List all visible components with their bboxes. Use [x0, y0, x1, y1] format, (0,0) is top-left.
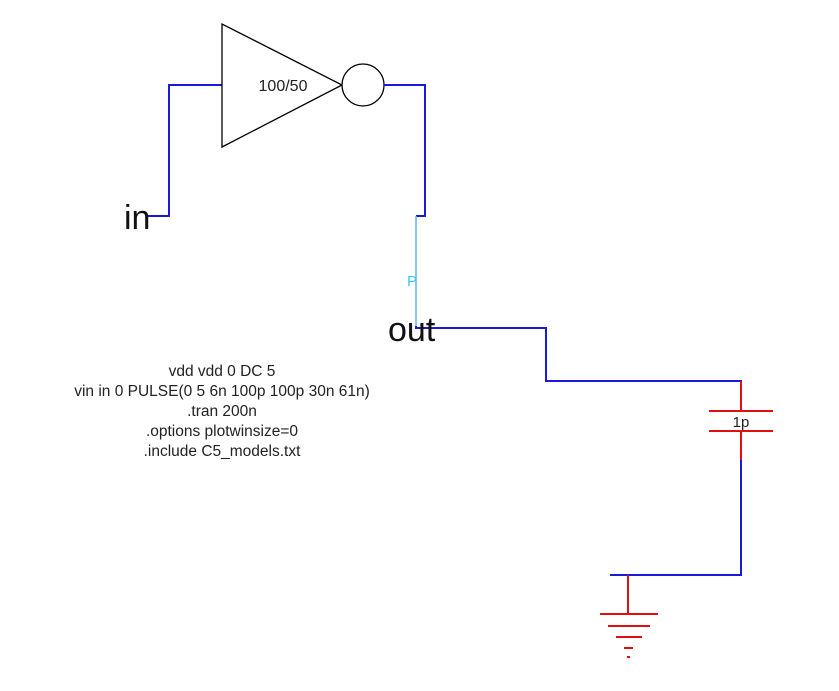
- ground-icon[interactable]: [600, 575, 658, 658]
- capacitor-value-label: 1p: [733, 414, 750, 431]
- ground-wire[interactable]: [610, 460, 742, 576]
- spice-directive-include: .include C5_models.txt: [143, 443, 301, 460]
- spice-directive-vin: vin in 0 PULSE(0 5 6n 100p 100p 30n 61n): [74, 383, 370, 400]
- net-label-in: in: [124, 199, 150, 237]
- spice-directive-tran: .tran 200n: [187, 403, 257, 420]
- input-wire[interactable]: [148, 84, 222, 217]
- spice-directive-vdd: vdd vdd 0 DC 5: [168, 363, 276, 380]
- spice-directives[interactable]: vdd vdd 0 DC 5 vin in 0 PULSE(0 5 6n 100…: [0, 362, 444, 462]
- inverter-bubble: [341, 63, 385, 107]
- output-wire-upper[interactable]: [384, 84, 426, 217]
- inverter-size-label: 100/50: [259, 78, 308, 95]
- output-wire-lower[interactable]: [415, 326, 742, 410]
- spice-directive-options: .options plotwinsize=0: [145, 423, 299, 440]
- capacitor[interactable]: [709, 381, 773, 460]
- inverter-body[interactable]: [221, 22, 344, 149]
- net-label-out: out: [388, 311, 436, 349]
- probe-marker: P: [407, 273, 417, 290]
